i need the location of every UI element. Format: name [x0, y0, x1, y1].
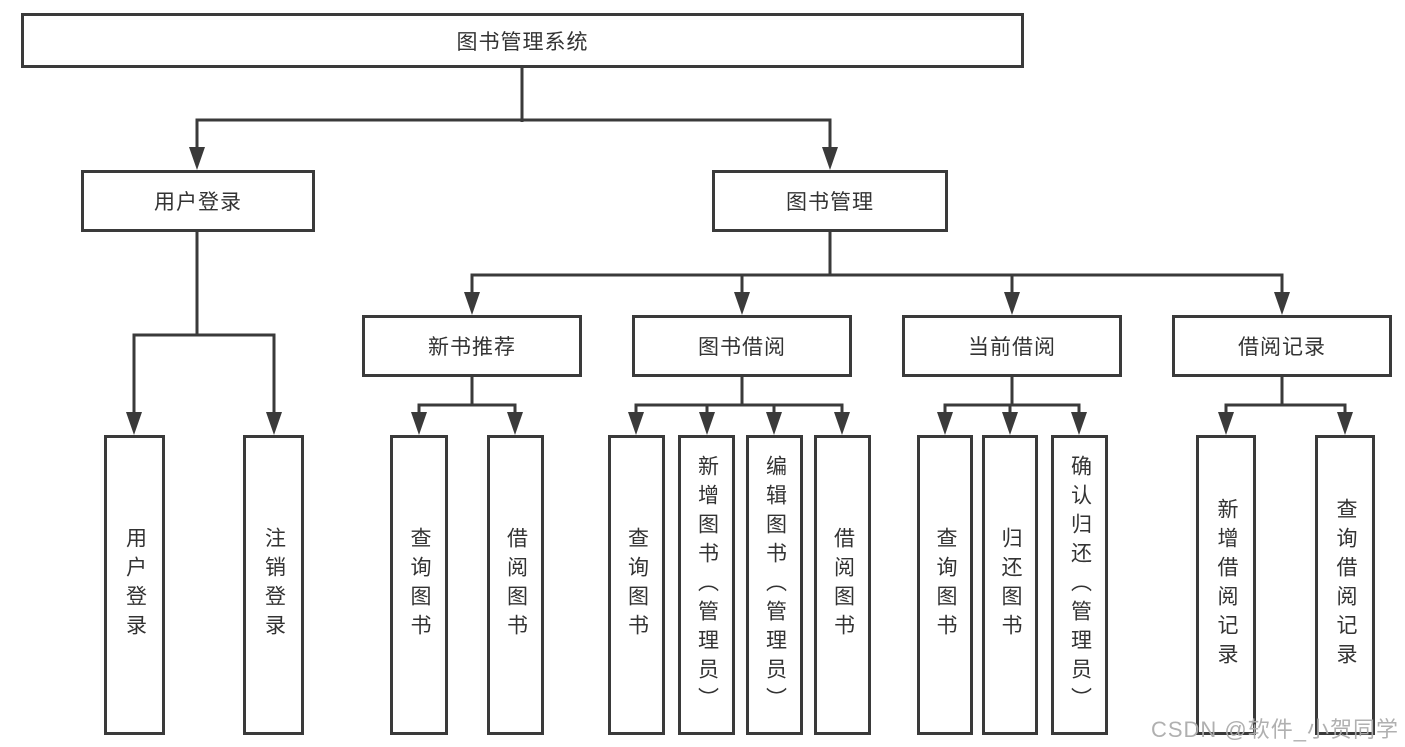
node-new-book-recommend: 新书推荐: [362, 315, 582, 377]
leaf-user-login: 用户登录: [104, 435, 165, 735]
leaf-nbr-query-books: 查询图书: [390, 435, 448, 735]
node-borrowing-records: 借阅记录: [1172, 315, 1392, 377]
node-user-login: 用户登录: [81, 170, 315, 232]
leaf-nbr-borrow-books: 借阅图书: [487, 435, 544, 735]
node-library-management-system: 图书管理系统: [21, 13, 1024, 68]
leaf-cb-return-books: 归还图书: [982, 435, 1038, 735]
leaf-logout: 注销登录: [243, 435, 304, 735]
leaf-bb-add-books-admin: 新增图书（管理员）: [678, 435, 735, 735]
leaf-br-add-record: 新增借阅记录: [1196, 435, 1256, 735]
leaf-br-query-record: 查询借阅记录: [1315, 435, 1375, 735]
csdn-watermark: CSDN @软件_小贺同学: [1150, 717, 1399, 742]
leaf-bb-edit-books-admin: 编辑图书（管理员）: [746, 435, 803, 735]
node-book-borrowing: 图书借阅: [632, 315, 852, 377]
leaf-cb-confirm-return-admin: 确认归还（管理员）: [1051, 435, 1108, 735]
node-current-borrowing: 当前借阅: [902, 315, 1122, 377]
leaf-cb-query-books: 查询图书: [917, 435, 973, 735]
leaf-bb-query-books: 查询图书: [608, 435, 665, 735]
leaf-bb-borrow-books: 借阅图书: [814, 435, 871, 735]
tree-edges: [132, 68, 1347, 415]
node-book-management: 图书管理: [712, 170, 948, 232]
